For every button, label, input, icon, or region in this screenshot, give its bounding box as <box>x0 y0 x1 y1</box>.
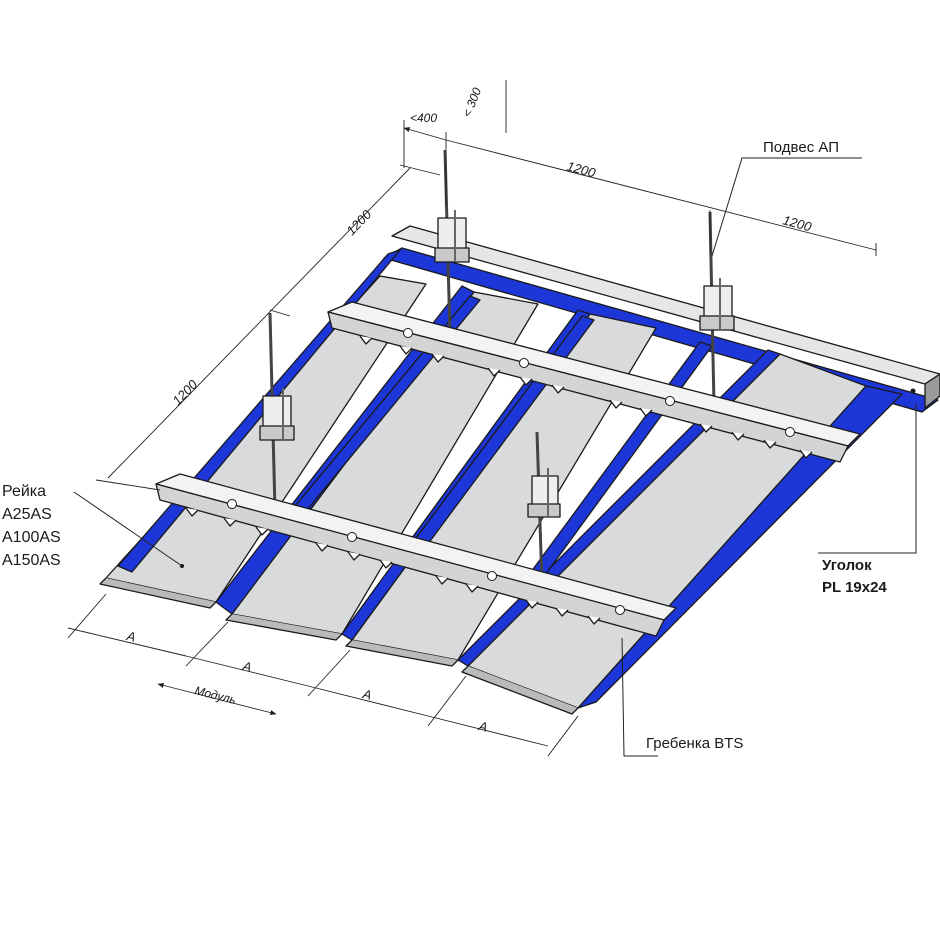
carrier-comb-back <box>327 301 861 463</box>
panel-model-2: A100AS <box>2 529 61 546</box>
comb-back-hole-3 <box>665 396 675 406</box>
comb-front-hole-2 <box>347 532 357 542</box>
comb-back-hole-2 <box>519 358 529 368</box>
panel-model-1: A25AS <box>2 506 52 523</box>
leader-lines <box>73 157 917 757</box>
dim-a-1: A <box>124 628 137 645</box>
dim-offset-300: < 300 <box>460 85 484 119</box>
dim-a-3: A <box>360 686 373 703</box>
comb-back-hole-1 <box>403 328 413 338</box>
panel-model-3: A150AS <box>2 552 61 569</box>
wall-angle-top-face <box>391 225 940 385</box>
comb-front-hole-4 <box>615 605 625 615</box>
dimension-lines <box>67 80 877 757</box>
hanger-rod-front-left <box>259 312 295 511</box>
comb-back-hole-4 <box>785 427 795 437</box>
dim-a-4: A <box>476 718 489 735</box>
panel-2-lip <box>225 613 343 641</box>
comb-front-hole-1 <box>227 499 237 509</box>
hanger-rod-back-right <box>699 211 735 406</box>
panel-label: Рейка <box>2 483 46 500</box>
dim-offset-400: <400 <box>410 111 437 125</box>
hanger-rods <box>259 149 735 585</box>
wall-angle-hole <box>910 388 916 394</box>
comb-front-teeth <box>185 507 601 625</box>
comb-back-teeth <box>359 335 813 459</box>
hanger-rod-front-right <box>527 431 561 585</box>
dim-module: Модуль <box>193 683 237 707</box>
angle-label: Уголок <box>822 557 872 574</box>
wall-angle-side-face <box>924 373 940 409</box>
dim-span-left-upper: 1200 <box>343 206 374 238</box>
angle-model: PL 19x24 <box>822 579 887 596</box>
panel-3-lip <box>345 639 459 667</box>
dim-span-top: 1200 <box>565 158 598 180</box>
panel-1-lip <box>99 577 217 609</box>
panel-4-lip <box>461 665 579 715</box>
carrier-comb-front <box>155 473 677 637</box>
dim-a-2: A <box>240 658 253 675</box>
dim-span-right: 1200 <box>781 212 814 234</box>
hanger-label: Подвес АП <box>763 139 839 156</box>
comb-front-hole-3 <box>487 571 497 581</box>
dim-span-left-lower: 1200 <box>169 376 200 408</box>
carrier-label: Гребенка BTS <box>646 735 743 752</box>
